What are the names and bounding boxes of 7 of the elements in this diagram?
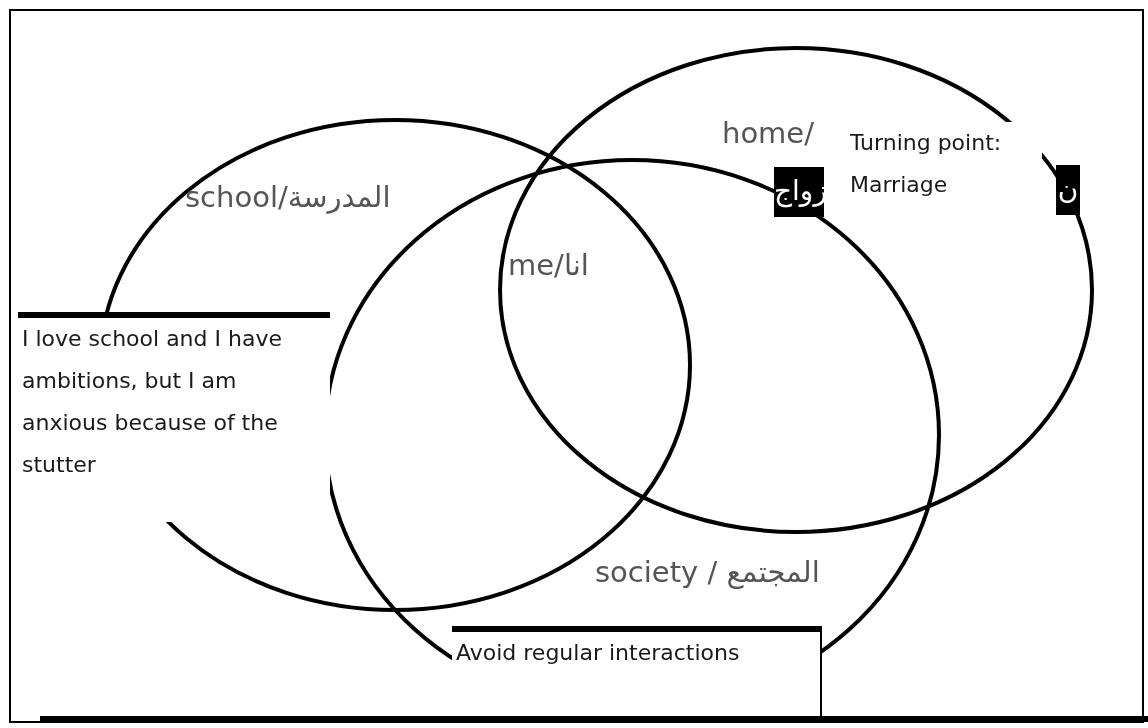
circle-label: society / المجتمع — [595, 555, 820, 589]
callout-box: I love school and I have ambitions, but I am anxious because of the stutter — [18, 312, 330, 522]
circle-label: home/ — [722, 116, 814, 150]
redacted-word: ن — [1056, 165, 1080, 215]
center-label: me/انا — [508, 248, 589, 282]
callout-box: Avoid regular interactions — [452, 626, 822, 716]
circle-label: school/المدرسة — [185, 180, 391, 214]
